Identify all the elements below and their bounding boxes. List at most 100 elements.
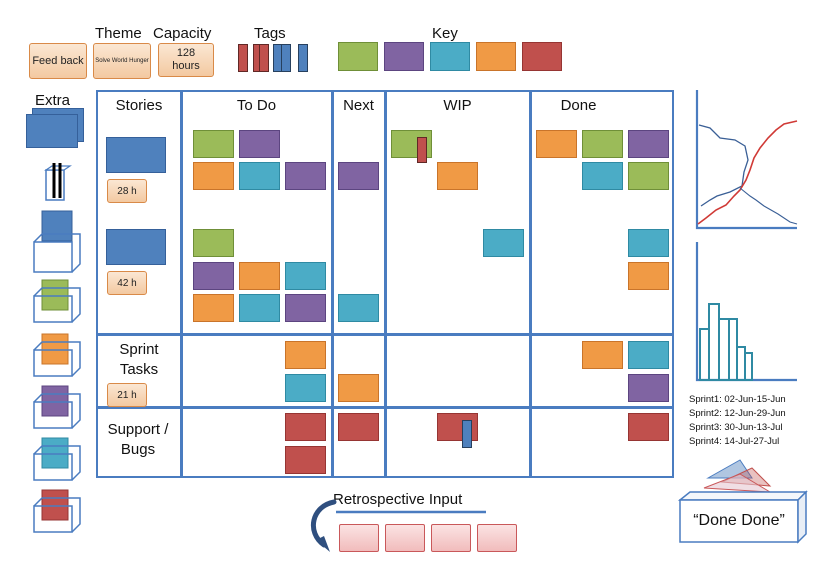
tag-red bbox=[259, 44, 269, 72]
tag-red bbox=[417, 137, 427, 163]
task-card bbox=[628, 130, 669, 158]
sprint-task-estimate: 21 h bbox=[107, 383, 147, 407]
retro-card bbox=[431, 524, 471, 552]
burndown-line bbox=[698, 124, 749, 207]
task-card bbox=[193, 294, 234, 322]
row-divider bbox=[96, 333, 674, 336]
bin-blue bbox=[33, 210, 81, 273]
task-card bbox=[239, 162, 280, 190]
hist-bar bbox=[744, 352, 753, 381]
task-card bbox=[628, 262, 669, 290]
task-card bbox=[193, 262, 234, 290]
tag-blue bbox=[298, 44, 308, 72]
bug-card bbox=[628, 413, 669, 441]
col-stories: Stories bbox=[115, 97, 163, 114]
sprint-date-3: Sprint3: 30-Jun-13-Jul bbox=[689, 422, 783, 433]
tag-holder-icon bbox=[44, 163, 72, 201]
col-todo: To Do bbox=[236, 97, 277, 114]
key-red bbox=[522, 42, 562, 71]
task-card bbox=[536, 130, 577, 158]
bin-red bbox=[33, 489, 81, 533]
feedback-card: Feed back bbox=[29, 43, 87, 79]
task-card bbox=[285, 262, 326, 290]
col-divider bbox=[529, 90, 532, 478]
col-done: Done bbox=[560, 97, 597, 114]
bug-card bbox=[338, 413, 379, 441]
burnup-line bbox=[697, 120, 798, 225]
key-teal bbox=[430, 42, 470, 71]
tags-label: Tags bbox=[254, 25, 286, 42]
story-estimate: 42 h bbox=[107, 271, 147, 295]
hist-bar bbox=[699, 328, 710, 381]
sprint-date-4: Sprint4: 14-Jul-27-Jul bbox=[689, 436, 780, 447]
burndown-chart bbox=[695, 90, 798, 230]
theme-card: Solve World Hunger bbox=[93, 43, 151, 79]
task-card bbox=[239, 294, 280, 322]
task-card bbox=[628, 374, 669, 402]
sprint-date-2: Sprint2: 12-Jun-29-Jun bbox=[689, 408, 786, 419]
col-wip: WIP bbox=[443, 97, 472, 114]
story-estimate: 28 h bbox=[107, 179, 147, 203]
row-support-bugs: Support / Bugs bbox=[107, 421, 169, 458]
task-card bbox=[285, 341, 326, 369]
bin-purple bbox=[33, 385, 81, 429]
row-divider bbox=[96, 406, 674, 409]
capacity-label: Capacity bbox=[153, 25, 212, 42]
scope-line bbox=[739, 187, 798, 225]
task-card bbox=[338, 294, 379, 322]
sprint-date-1: Sprint1: 02-Jun-15-Jun bbox=[689, 394, 786, 405]
story-card bbox=[106, 229, 166, 265]
story-card bbox=[106, 137, 166, 173]
task-card bbox=[483, 229, 524, 257]
task-card bbox=[628, 229, 669, 257]
retro-card bbox=[385, 524, 425, 552]
task-card bbox=[582, 341, 623, 369]
bug-card bbox=[285, 413, 326, 441]
histogram-chart bbox=[695, 242, 797, 382]
task-card bbox=[239, 262, 280, 290]
theme-label: Theme bbox=[95, 25, 142, 42]
task-card bbox=[285, 162, 326, 190]
task-card bbox=[193, 130, 234, 158]
task-card bbox=[338, 162, 379, 190]
task-card bbox=[582, 162, 623, 190]
task-card bbox=[338, 374, 379, 402]
task-card bbox=[285, 374, 326, 402]
task-card bbox=[582, 130, 623, 158]
col-divider bbox=[180, 90, 183, 478]
task-card bbox=[239, 130, 280, 158]
tag-red bbox=[238, 44, 248, 72]
col-next: Next bbox=[343, 97, 374, 114]
tag-blue bbox=[462, 420, 472, 448]
extra-stack-front bbox=[26, 114, 78, 148]
task-card bbox=[285, 294, 326, 322]
row-sprint-tasks: Sprint Tasks bbox=[119, 341, 159, 378]
capacity-card: 128 hours bbox=[158, 43, 214, 77]
col-divider bbox=[331, 90, 334, 478]
bin-teal bbox=[33, 437, 81, 481]
done-done-label: “Done Done” bbox=[693, 512, 785, 529]
extra-label: Extra bbox=[35, 92, 71, 109]
bin-green bbox=[33, 279, 81, 323]
bug-card bbox=[285, 446, 326, 474]
task-card bbox=[437, 162, 478, 190]
key-purple bbox=[384, 42, 424, 71]
retrospective-label: Retrospective Input bbox=[333, 491, 463, 508]
key-orange bbox=[476, 42, 516, 71]
task-card bbox=[193, 229, 234, 257]
tag-blue bbox=[281, 44, 291, 72]
retro-card bbox=[477, 524, 517, 552]
task-card bbox=[628, 162, 669, 190]
key-label: Key bbox=[432, 25, 458, 42]
key-green bbox=[338, 42, 378, 71]
bin-orange bbox=[33, 333, 81, 377]
col-divider bbox=[384, 90, 387, 478]
retro-card bbox=[339, 524, 379, 552]
task-card bbox=[628, 341, 669, 369]
task-card bbox=[193, 162, 234, 190]
